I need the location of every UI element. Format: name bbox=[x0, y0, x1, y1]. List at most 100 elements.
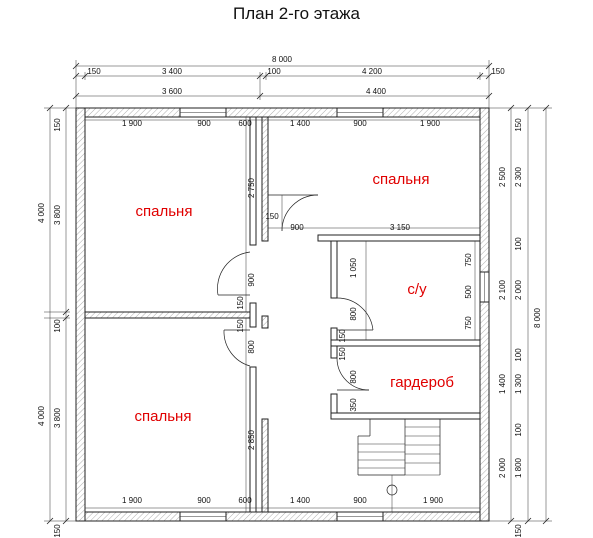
door-wardrobe bbox=[336, 357, 370, 391]
wall-bottom bbox=[75, 511, 490, 522]
dim-int-150-left-b: 150 bbox=[236, 319, 245, 333]
dim-int-150-bath: 150 bbox=[338, 329, 347, 343]
dimension-lines bbox=[44, 60, 552, 522]
dim-right-total: 8 000 bbox=[533, 307, 542, 328]
interior-walls bbox=[84, 116, 481, 513]
dim-left-150-top: 150 bbox=[53, 118, 62, 132]
wall-corridor-left-lower bbox=[249, 366, 257, 513]
dim-in-bot-1900-a: 1 900 bbox=[122, 496, 143, 505]
wall-right bbox=[479, 107, 490, 522]
door-bedroom-top-right bbox=[268, 194, 319, 232]
dim-in-top-1900-b: 1 900 bbox=[420, 119, 441, 128]
plan-title: План 2-го этажа bbox=[232, 4, 360, 23]
dim-right-100-b: 100 bbox=[514, 348, 523, 362]
dim-in-top-600: 600 bbox=[238, 119, 252, 128]
dim-in-bot-1900-b: 1 900 bbox=[423, 496, 444, 505]
wall-bath-wardrobe bbox=[330, 339, 481, 347]
dim-int-3150: 3 150 bbox=[390, 223, 411, 232]
dim-int-150-left-a: 150 bbox=[236, 296, 245, 310]
dim-bath-750-a: 750 bbox=[464, 253, 473, 267]
dim-right-1800: 1 800 bbox=[514, 457, 523, 478]
dimension-ticks bbox=[46, 62, 550, 525]
dim-right-1400: 1 400 bbox=[498, 373, 507, 394]
dim-left-100: 100 bbox=[53, 319, 62, 333]
dim-left-3800-bot: 3 800 bbox=[53, 407, 62, 428]
wall-bath-upper bbox=[330, 240, 338, 299]
windows bbox=[179, 107, 490, 522]
wall-bedroom-bottom bbox=[317, 234, 481, 242]
wall-corridor-left-stub bbox=[249, 302, 257, 328]
dim-right-2000-a: 2 000 bbox=[514, 279, 523, 300]
dim-int-900-door: 900 bbox=[247, 273, 256, 287]
dim-in-bot-900-a: 900 bbox=[197, 496, 211, 505]
dim-right-150-top: 150 bbox=[514, 118, 523, 132]
door-bedroom-bottom-left bbox=[223, 329, 251, 367]
wall-corridor-left-upper bbox=[249, 116, 257, 246]
dims-top: 8 000 150 3 400 100 4 200 150 3 600 4 40… bbox=[87, 55, 505, 128]
wall-wardrobe-bottom bbox=[330, 412, 481, 420]
dim-right-100-a: 100 bbox=[514, 237, 523, 251]
wall-left-rooms-partition bbox=[84, 311, 251, 319]
dim-bath-750-b: 750 bbox=[464, 316, 473, 330]
dim-right-2000-b: 2 000 bbox=[498, 457, 507, 478]
door-bathroom bbox=[336, 297, 374, 331]
room-label-bedroom-top-right: спальня bbox=[373, 171, 430, 188]
room-label-bedroom-top-left: спальня bbox=[136, 203, 193, 220]
dim-int-900-corr: 900 bbox=[290, 223, 304, 232]
dim-bath-500: 500 bbox=[464, 285, 473, 299]
dim-right-2100: 2 100 bbox=[498, 279, 507, 300]
dim-right-2500: 2 500 bbox=[498, 166, 507, 187]
dim-in-bot-600: 600 bbox=[238, 496, 252, 505]
dim-in-top-1400: 1 400 bbox=[290, 119, 311, 128]
dim-in-bot-900-b: 900 bbox=[353, 496, 367, 505]
dim-int-350: 350 bbox=[349, 398, 358, 412]
dim-in-bot-1400: 1 400 bbox=[290, 496, 311, 505]
room-labels: спальня спальня спальня с/у гардероб bbox=[135, 171, 454, 425]
wall-top bbox=[75, 107, 490, 118]
dim-right-1300: 1 300 bbox=[514, 373, 523, 394]
dim-top-3400: 3 400 bbox=[162, 67, 183, 76]
room-label-wardrobe: гардероб bbox=[390, 374, 454, 391]
staircase bbox=[357, 419, 441, 512]
dim-top-total: 8 000 bbox=[272, 55, 293, 64]
wall-left bbox=[75, 107, 86, 522]
dims-right: 150 2 500 2 300 100 2 100 2 000 100 1 40… bbox=[498, 118, 542, 538]
wall-wardrobe-upper bbox=[330, 345, 338, 359]
dims-interior: 2 750 150 900 3 150 900 150 150 800 2 85… bbox=[236, 177, 473, 450]
dim-top-150-right: 150 bbox=[491, 67, 505, 76]
dim-in-top-900-a: 900 bbox=[197, 119, 211, 128]
room-label-bathroom: с/у bbox=[407, 281, 427, 298]
dim-left-150-bot: 150 bbox=[53, 524, 62, 538]
dim-top-3600: 3 600 bbox=[162, 87, 183, 96]
wall-bath-lower bbox=[330, 327, 338, 341]
dim-int-150-corr: 150 bbox=[265, 212, 279, 221]
outer-walls bbox=[75, 107, 490, 522]
dim-in-top-900-b: 900 bbox=[353, 119, 367, 128]
dim-left-4000-bot: 4 000 bbox=[37, 405, 46, 426]
dims-left: 150 4 000 3 800 100 4 000 3 800 150 bbox=[37, 118, 62, 538]
dim-int-2750: 2 750 bbox=[247, 177, 256, 198]
dim-top-150-left: 150 bbox=[87, 67, 101, 76]
doors bbox=[217, 194, 374, 391]
dim-int-150-ward: 150 bbox=[338, 347, 347, 361]
dim-int-800-left: 800 bbox=[247, 340, 256, 354]
dim-top-4400: 4 400 bbox=[366, 87, 387, 96]
room-label-bedroom-bottom-left: спальня bbox=[135, 408, 192, 425]
wall-central-lower bbox=[261, 418, 269, 513]
dim-int-2850: 2 850 bbox=[247, 429, 256, 450]
door-bedroom-top-left bbox=[217, 251, 251, 296]
dim-left-4000-top: 4 000 bbox=[37, 202, 46, 223]
dim-right-100-c: 100 bbox=[514, 423, 523, 437]
dim-right-2300: 2 300 bbox=[514, 166, 523, 187]
dim-left-3800-top: 3 800 bbox=[53, 204, 62, 225]
dim-int-1050: 1 050 bbox=[349, 257, 358, 278]
dims-bottom: 1 900 900 600 1 400 900 1 900 bbox=[122, 496, 444, 505]
wall-central-stub bbox=[261, 315, 269, 329]
wall-central bbox=[261, 116, 269, 242]
dim-int-800-bath: 800 bbox=[349, 307, 358, 321]
dim-right-150-bot: 150 bbox=[514, 524, 523, 538]
dim-top-4200: 4 200 bbox=[362, 67, 383, 76]
dim-top-100: 100 bbox=[267, 67, 281, 76]
dim-int-800-ward: 800 bbox=[349, 370, 358, 384]
